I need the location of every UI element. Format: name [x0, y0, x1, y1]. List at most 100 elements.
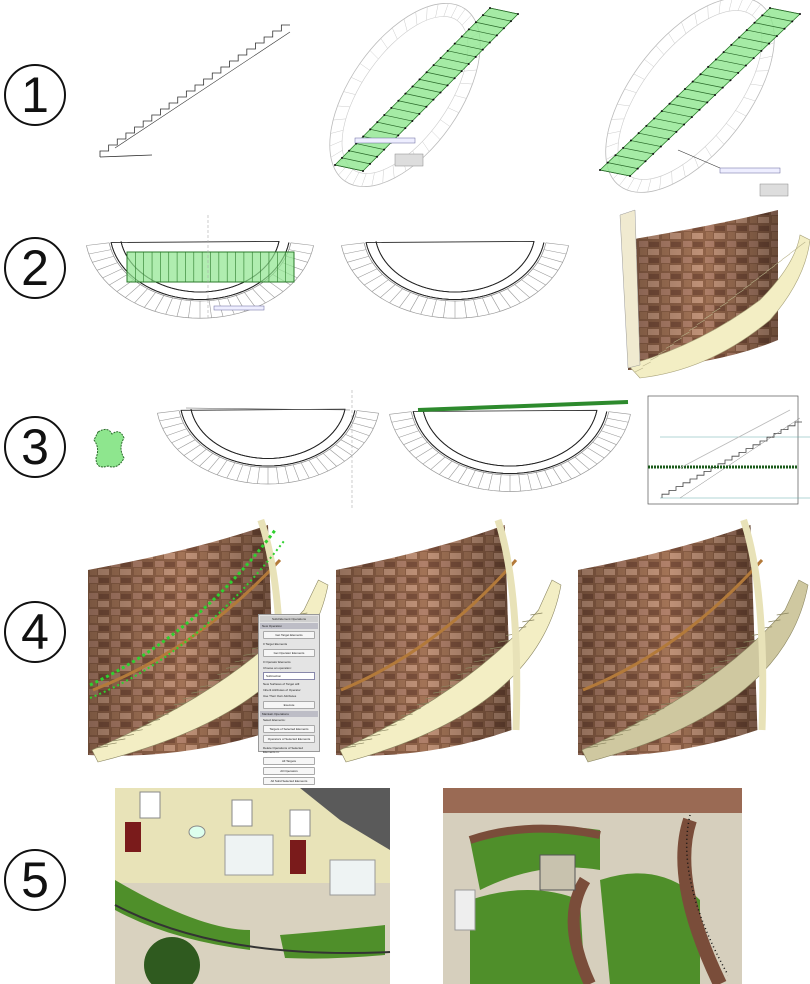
select-targets-button[interactable]: Targets of Selected Elements	[263, 725, 315, 733]
hotspot	[659, 145, 662, 148]
ghost-tread	[443, 3, 449, 17]
hotspot	[729, 79, 732, 82]
hotspot	[738, 36, 741, 39]
hotspot	[397, 134, 400, 137]
tread	[652, 708, 665, 711]
operation-select[interactable]: Subtraction	[263, 672, 315, 680]
stair-tread	[489, 7, 519, 15]
tread	[352, 742, 365, 746]
hotspot	[369, 128, 372, 131]
choose-operation-label: Choose an operation:	[263, 666, 292, 670]
radio-own[interactable]: Use Their Own Attributes	[263, 694, 297, 698]
radio-inherit[interactable]: Inherit Attributes of Operator	[263, 688, 301, 692]
ghost-tread	[659, 176, 662, 190]
tread	[392, 719, 405, 722]
stair-tread	[630, 140, 661, 147]
tread-line	[364, 274, 383, 286]
ghost-tread	[403, 18, 408, 32]
execute-button[interactable]: Execute	[263, 701, 315, 709]
hotspot	[652, 152, 655, 155]
hotspot	[474, 21, 477, 24]
stair-tread	[341, 157, 371, 165]
ghost-tread	[644, 59, 654, 67]
hotspot	[769, 7, 771, 9]
tread-line	[535, 472, 543, 489]
tread	[773, 259, 783, 266]
hotspot	[645, 124, 648, 127]
stair-tread	[468, 29, 497, 36]
rail-line	[679, 409, 791, 469]
tread-line	[300, 462, 310, 479]
tread-line	[490, 295, 501, 312]
select-operators-button[interactable]: Operators of Selected Elements	[263, 735, 315, 743]
tread	[781, 253, 790, 260]
ghost-tread	[693, 156, 699, 169]
ghost-tread	[440, 119, 451, 127]
tread-line	[343, 249, 367, 255]
ghost-tread	[461, 14, 472, 26]
tread	[95, 745, 109, 749]
tread-line	[463, 300, 467, 318]
row-3	[93, 390, 810, 510]
hotspot	[768, 42, 771, 45]
tread	[594, 742, 607, 746]
delete-all-solid-button[interactable]: All Solid Selected Elements	[263, 777, 315, 785]
tread	[727, 295, 736, 302]
hotspot	[348, 149, 351, 152]
get-operators-button[interactable]: Get Operator Elements	[263, 649, 315, 657]
tread-line	[430, 456, 446, 470]
handrail	[582, 558, 764, 692]
tread-line	[208, 300, 212, 318]
step-number-2: 2	[4, 237, 66, 299]
ghost-tread	[728, 0, 733, 12]
tread-line	[166, 428, 187, 437]
stair-tread	[739, 37, 770, 44]
hotspot	[397, 99, 400, 102]
hotspot	[432, 64, 435, 67]
curved-wall	[567, 876, 596, 984]
tread-line	[244, 292, 256, 308]
get-targets-button[interactable]: Get Target Elements	[263, 631, 315, 639]
hotspot	[376, 121, 379, 124]
ghost-tread	[382, 169, 384, 184]
tread-line	[380, 284, 396, 298]
ghost-tread	[329, 140, 343, 147]
leader-line	[677, 149, 721, 169]
hotspot	[495, 34, 498, 37]
delete-all-operators-button[interactable]: All Operators	[263, 767, 315, 775]
tread-line	[544, 470, 553, 486]
tread-line	[543, 249, 567, 255]
stair-tread	[482, 14, 512, 22]
tread-line	[329, 448, 345, 462]
stair-tread	[769, 7, 801, 15]
stair-tread	[454, 43, 483, 51]
hotspot	[390, 106, 393, 109]
ghost-tread	[751, 4, 761, 16]
tread-line	[144, 292, 156, 308]
section-maintain[interactable]: Maintain Operations	[260, 711, 318, 717]
hotspot	[745, 29, 748, 32]
ghost-tread	[361, 173, 367, 187]
structure	[454, 889, 476, 931]
ghost-tread	[755, 70, 769, 72]
stair-tread	[731, 44, 762, 52]
tread	[712, 307, 721, 314]
section-new-operation[interactable]: New Operation	[260, 623, 318, 629]
ghost-tread	[415, 11, 418, 25]
tread	[113, 738, 126, 742]
ghost-tread	[435, 3, 439, 18]
hotspot	[706, 101, 709, 104]
row-1	[99, 0, 801, 197]
tread-line	[351, 262, 373, 271]
hotspot	[460, 35, 463, 38]
wall-outer	[375, 241, 535, 293]
ghost-tread	[705, 146, 712, 158]
stair-tread	[398, 100, 427, 108]
hotspot	[636, 167, 639, 170]
delete-all-targets-button[interactable]: All Targets	[263, 757, 315, 765]
tread-line	[356, 410, 379, 414]
tread-line	[308, 459, 320, 476]
tread	[768, 619, 781, 623]
ghost-tread	[681, 21, 687, 34]
stair-tread	[334, 164, 364, 172]
